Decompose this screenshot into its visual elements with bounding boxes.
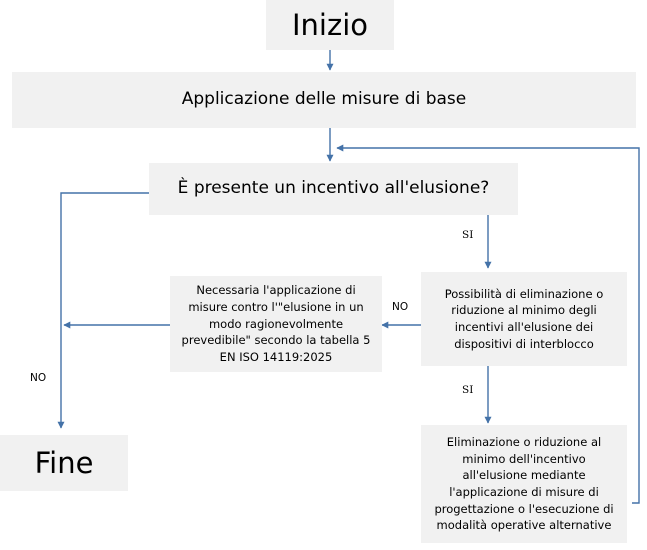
node-required-measures[interactable]: Necessaria l'applicazione di misure cont… bbox=[170, 276, 382, 372]
node-elimination-measures[interactable]: Eliminazione o riduzione al minimo dell'… bbox=[421, 425, 627, 543]
connector-decision-no-to-end bbox=[57, 192, 149, 429]
node-start[interactable]: Inizio bbox=[266, 0, 394, 50]
node-base-measures-label: Applicazione delle misure di base bbox=[181, 89, 467, 110]
node-possibility-elimination[interactable]: Possibilità di eliminazione o riduzione … bbox=[421, 272, 627, 366]
node-required-measures-label: Necessaria l'applicazione di misure cont… bbox=[181, 283, 371, 364]
node-decision-incentive[interactable]: È presente un incentivo all'elusione? bbox=[149, 163, 518, 215]
edge-label-possibility-no: NO bbox=[392, 301, 409, 313]
edge-label-possibility-yes: SI bbox=[462, 384, 474, 396]
node-base-measures[interactable]: Applicazione delle misure di base bbox=[12, 72, 636, 128]
edge-label-decision-yes: SI bbox=[462, 229, 474, 241]
node-end[interactable]: Fine bbox=[0, 435, 128, 491]
edge-label-decision-no: NO bbox=[30, 372, 47, 384]
node-decision-incentive-label: È presente un incentivo all'elusione? bbox=[177, 178, 490, 199]
node-end-label: Fine bbox=[34, 445, 94, 480]
node-elimination-measures-label: Eliminazione o riduzione al minimo dell'… bbox=[434, 434, 614, 533]
node-start-label: Inizio bbox=[291, 7, 368, 42]
node-possibility-elimination-label: Possibilità di eliminazione o riduzione … bbox=[444, 286, 604, 351]
